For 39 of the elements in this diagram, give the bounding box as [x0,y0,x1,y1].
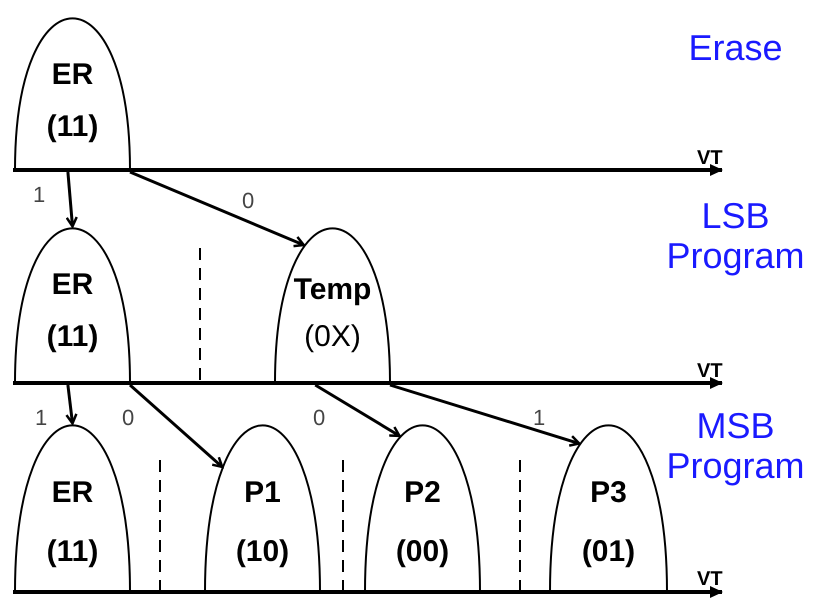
arrow [66,172,78,228]
stage-label: Erase [687,28,784,68]
distribution-curve [15,228,130,383]
distribution-curve [365,425,480,592]
arrow [129,170,305,248]
edge-label: 0 [122,405,134,431]
distribution-curve [15,18,130,170]
bit-code-label: (11) [46,320,100,354]
bit-code-label: (10) [234,535,290,569]
stage-label: MSB Program [665,406,806,486]
state-label: P3 [589,476,628,510]
edge-label: 0 [242,188,254,214]
edge-label: 1 [533,405,546,431]
state-label: P2 [403,476,442,510]
bit-code-label: (11) [46,110,100,144]
edge-label: 1 [33,182,46,208]
axis-label: VT [697,147,723,170]
edge-label: 0 [313,405,326,431]
distribution-curve [15,425,130,592]
axis-label: VT [697,568,723,591]
state-label: ER [50,268,94,302]
edge-label: 1 [35,405,48,431]
arrow [65,384,78,425]
bit-code-label: (11) [46,535,100,569]
state-label: P1 [243,476,282,510]
axis-label: VT [697,360,723,383]
stage-label: LSB Program [665,196,806,276]
state-label: ER [50,58,94,92]
state-label: ER [50,476,94,510]
bit-code-label: (01) [580,535,636,569]
arrow [314,384,401,438]
distribution-curve [205,425,320,592]
bit-code-label: (00) [394,535,450,569]
bit-code-label: (0X) [303,320,362,354]
arrow [129,384,224,468]
state-label: Temp [292,273,372,307]
distribution-curve [550,425,667,592]
distribution-curve [275,228,390,383]
arrow [390,384,580,447]
